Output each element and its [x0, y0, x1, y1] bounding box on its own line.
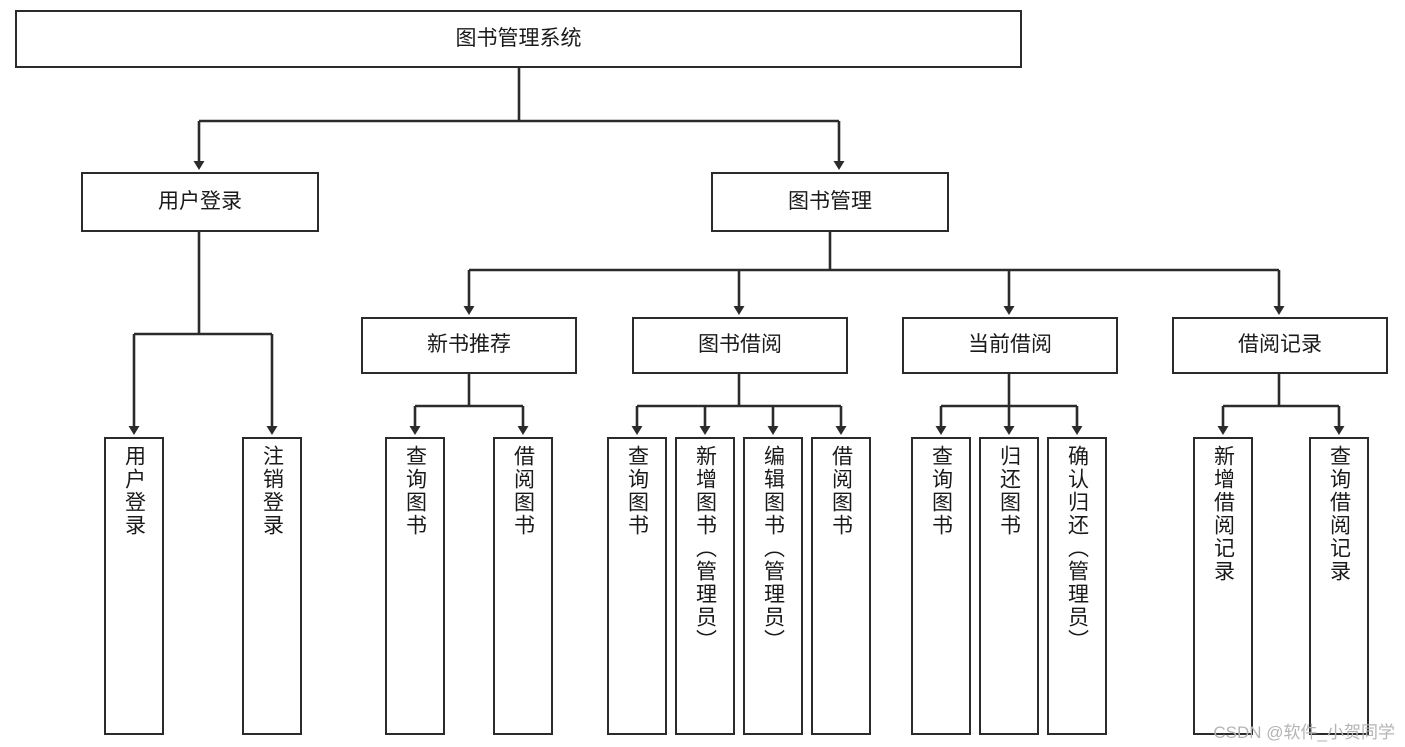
node-leaf-user-login[interactable]: 用户登录: [104, 437, 164, 735]
node-current-borrow[interactable]: 当前借阅: [902, 317, 1118, 374]
watermark-text: CSDN @软件_小贺同学: [1213, 723, 1395, 742]
node-leaf-query-borrow-record-label: 查询借阅记录: [1327, 445, 1351, 583]
node-leaf-return-books-label: 归还图书: [997, 445, 1021, 537]
node-leaf-borrow-books[interactable]: 借阅图书: [811, 437, 871, 735]
node-leaf-query-books-borrow[interactable]: 查询图书: [607, 437, 667, 735]
node-leaf-add-book-admin[interactable]: 新增图书（管理员）: [675, 437, 735, 735]
node-leaf-edit-book-admin[interactable]: 编辑图书（管理员）: [743, 437, 803, 735]
node-new-book-recommend-label: 新书推荐: [427, 333, 511, 357]
node-book-borrow[interactable]: 图书借阅: [632, 317, 848, 374]
node-leaf-query-books-rec[interactable]: 查询图书: [385, 437, 445, 735]
node-leaf-add-book-admin-label: 新增图书（管理员）: [693, 445, 717, 652]
node-leaf-add-borrow-record-label: 新增借阅记录: [1211, 445, 1235, 583]
node-leaf-user-login-label: 用户登录: [122, 445, 146, 537]
node-leaf-user-logout-label: 注销登录: [260, 445, 284, 537]
node-leaf-user-logout[interactable]: 注销登录: [242, 437, 302, 735]
node-leaf-edit-book-admin-label: 编辑图书（管理员）: [761, 445, 785, 652]
node-leaf-confirm-return-admin-label: 确认归还（管理员）: [1065, 445, 1089, 652]
node-leaf-query-books-rec-label: 查询图书: [403, 445, 427, 537]
node-leaf-add-borrow-record[interactable]: 新增借阅记录: [1193, 437, 1253, 735]
node-leaf-borrow-books-rec-label: 借阅图书: [511, 445, 535, 537]
node-borrow-record-label: 借阅记录: [1238, 333, 1322, 357]
node-new-book-recommend[interactable]: 新书推荐: [361, 317, 577, 374]
node-leaf-query-borrow-record[interactable]: 查询借阅记录: [1309, 437, 1369, 735]
node-user-login-label: 用户登录: [158, 189, 242, 213]
node-leaf-borrow-books-label: 借阅图书: [829, 445, 853, 537]
node-leaf-query-books-borrow-label: 查询图书: [625, 445, 649, 537]
node-book-borrow-label: 图书借阅: [698, 333, 782, 357]
node-user-login[interactable]: 用户登录: [81, 172, 319, 232]
node-leaf-borrow-books-rec[interactable]: 借阅图书: [493, 437, 553, 735]
node-root-label: 图书管理系统: [455, 26, 582, 50]
node-leaf-query-books-current[interactable]: 查询图书: [911, 437, 971, 735]
node-leaf-return-books[interactable]: 归还图书: [979, 437, 1039, 735]
node-borrow-record[interactable]: 借阅记录: [1172, 317, 1388, 374]
node-leaf-query-books-current-label: 查询图书: [929, 445, 953, 537]
node-current-borrow-label: 当前借阅: [968, 333, 1052, 357]
node-root[interactable]: 图书管理系统: [15, 10, 1022, 68]
node-book-management-label: 图书管理: [788, 189, 872, 213]
node-leaf-confirm-return-admin[interactable]: 确认归还（管理员）: [1047, 437, 1107, 735]
node-book-management[interactable]: 图书管理: [711, 172, 949, 232]
